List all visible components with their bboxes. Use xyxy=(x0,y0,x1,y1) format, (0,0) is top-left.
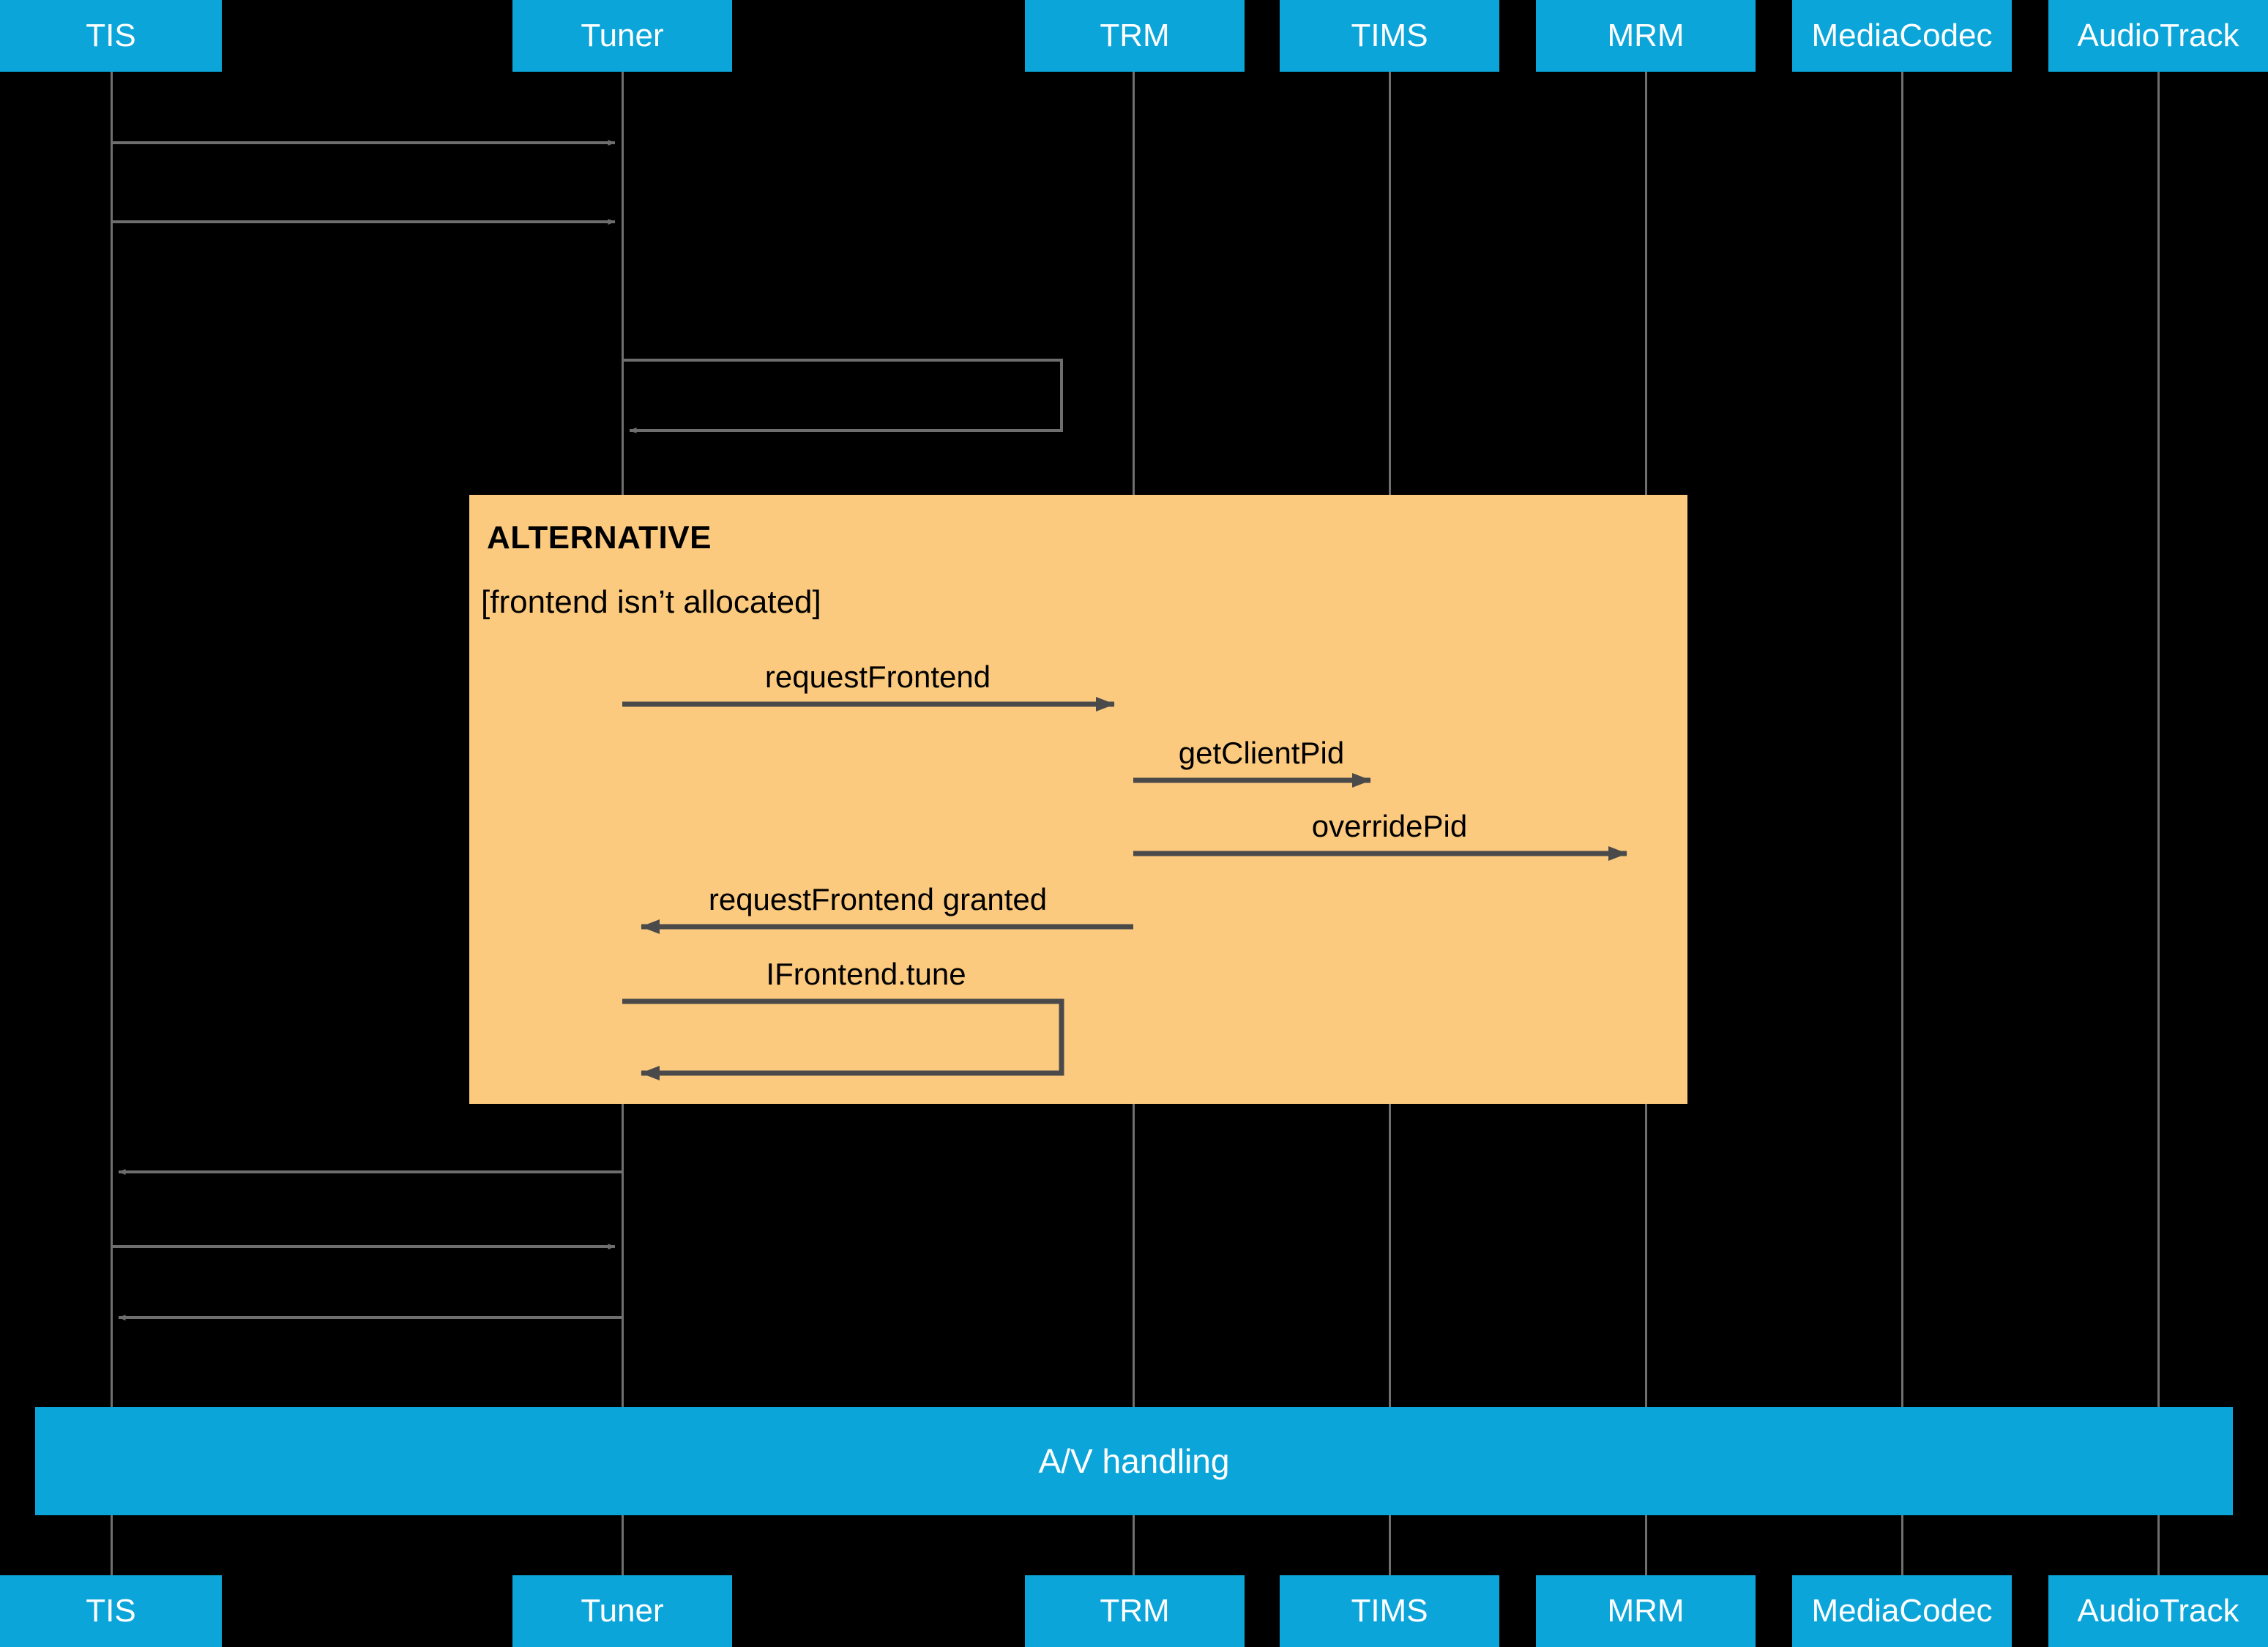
participant-label: TIMS xyxy=(1351,18,1428,53)
participant-label: TRM xyxy=(1100,1593,1170,1629)
participant-footer-tis[interactable]: TIS xyxy=(0,1575,222,1647)
message-label-m8: IFrontend.tune xyxy=(766,957,966,991)
participant-footer-trm[interactable]: TRM xyxy=(1025,1575,1245,1647)
participant-footer-audiotrack[interactable]: AudioTrack xyxy=(2048,1575,2268,1647)
participant-footer-mrm[interactable]: MRM xyxy=(1536,1575,1756,1647)
participant-header-tuner[interactable]: Tuner xyxy=(512,0,732,72)
participant-label: AudioTrack xyxy=(2077,1593,2239,1629)
participant-label: MediaCodec xyxy=(1811,18,1993,53)
participant-header-trm[interactable]: TRM xyxy=(1025,0,1245,72)
participant-header-mediacodec[interactable]: MediaCodec xyxy=(1792,0,2012,72)
participant-header-tis[interactable]: TIS xyxy=(0,0,222,72)
message-label-m6: overridePid xyxy=(1311,809,1468,843)
participant-label: TIS xyxy=(86,18,136,53)
lifeline-mediacodec xyxy=(1901,72,1903,1575)
participant-footer-mediacodec[interactable]: MediaCodec xyxy=(1792,1575,2012,1647)
participant-label: AudioTrack xyxy=(2077,18,2239,53)
participant-label: Tuner xyxy=(581,18,664,53)
message-label-m7: requestFrontend granted xyxy=(708,882,1048,916)
participant-label: TRM xyxy=(1100,18,1170,53)
participant-label: TIS xyxy=(86,1593,136,1629)
lifeline-audiotrack xyxy=(2157,72,2160,1575)
alt-fragment-guard: [frontend isn’t allocated] xyxy=(481,584,821,620)
av-handling-bar: A/V handling xyxy=(35,1407,2233,1515)
alt-fragment-title: ALTERNATIVE xyxy=(487,520,712,556)
participant-header-mrm[interactable]: MRM xyxy=(1536,0,1756,72)
message-label-m5: getClientPid xyxy=(1178,736,1345,770)
participant-footer-tims[interactable]: TIMS xyxy=(1280,1575,1499,1647)
message-label-m4: requestFrontend xyxy=(764,660,991,694)
participant-label: MRM xyxy=(1607,1593,1685,1629)
participant-footer-tuner[interactable]: Tuner xyxy=(512,1575,732,1647)
participant-label: Tuner xyxy=(581,1593,664,1629)
participant-label: TIMS xyxy=(1351,1593,1428,1629)
participant-header-audiotrack[interactable]: AudioTrack xyxy=(2048,0,2268,72)
participant-label: MediaCodec xyxy=(1811,1593,1993,1629)
self-message-m3 xyxy=(622,359,1063,433)
participant-label: MRM xyxy=(1607,18,1685,53)
lifeline-tis xyxy=(111,72,113,1575)
participant-header-tims[interactable]: TIMS xyxy=(1280,0,1499,72)
